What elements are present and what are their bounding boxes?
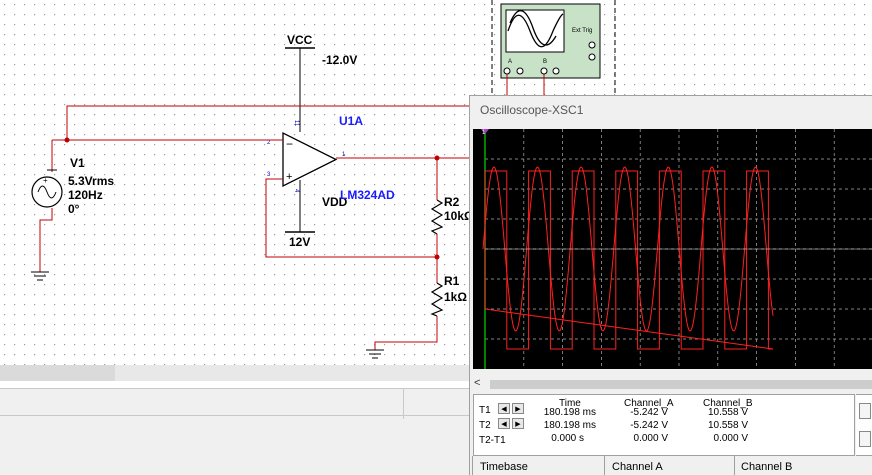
cursor-1-handle[interactable]	[481, 129, 489, 134]
v1-ref: V1	[70, 156, 85, 170]
side-button[interactable]	[859, 403, 871, 419]
tab-channel-a[interactable]: Channel A	[612, 461, 663, 473]
settings-tabs: Timebase Channel A Channel B	[470, 456, 872, 475]
pin-11: 11	[293, 120, 299, 127]
resistor-r1[interactable]: R1 1kΩ	[430, 274, 467, 317]
pin-4: 4	[293, 189, 299, 193]
t1-left-arrow-icon[interactable]: ◀	[498, 403, 510, 414]
vcc-supply[interactable]: VCC -12.0V	[285, 33, 357, 132]
svg-text:1: 1	[482, 130, 486, 136]
t2-right-arrow-icon[interactable]: ▶	[512, 418, 524, 429]
diff-channel-a: 0.000 V	[633, 433, 668, 444]
scope-ch-a-label: A	[508, 59, 512, 65]
diff-channel-b: 0.000 V	[713, 433, 748, 444]
junction-dot	[64, 137, 70, 143]
header-channel-b: Channel_B	[703, 398, 753, 409]
panel-divider	[0, 415, 469, 416]
vdd-value: 12V	[289, 235, 310, 249]
source-v1[interactable]: + V1 5.3Vrms 120Hz 0°	[31, 156, 114, 216]
ground-icon	[366, 349, 384, 359]
tab-timebase[interactable]: Timebase	[480, 461, 528, 473]
scope-ch-b-label: B	[543, 59, 547, 65]
v1-amplitude: 5.3Vrms	[68, 174, 114, 188]
junction-dot	[434, 254, 440, 260]
t2-channel-a: -5.242 V	[630, 420, 668, 431]
vdd-label: VDD	[322, 195, 348, 209]
vcc-value: -12.0V	[322, 53, 357, 67]
window-title: Oscilloscope-XSC1	[480, 103, 584, 117]
header-channel-a: Channel_A	[624, 398, 674, 409]
scrollbar-thumb[interactable]	[0, 365, 115, 381]
opamp-ref: U1A	[339, 114, 363, 128]
pin-1: 1	[342, 152, 346, 158]
t1-right-arrow-icon[interactable]: ▶	[512, 403, 524, 414]
opamp-u1a[interactable]: − + 11 4 2 3 1 U1A LM324AD	[267, 114, 395, 202]
wires	[39, 105, 471, 350]
t1-channel-a: -5.242 V	[630, 407, 668, 418]
measurement-table: Time Channel_A Channel_B T1 ◀ ▶ 180.198 …	[473, 394, 855, 456]
scope-instrument-icon[interactable]: Ext Trig A B	[491, 0, 616, 95]
horizontal-scrollbar[interactable]	[0, 365, 469, 381]
row-label-t1: T1	[479, 405, 491, 416]
ground-icon	[31, 271, 49, 281]
t2-left-arrow-icon[interactable]: ◀	[498, 418, 510, 429]
row-label-t2: T2	[479, 420, 491, 431]
panel-divider	[403, 389, 404, 419]
scope-screen[interactable]: 1	[473, 129, 872, 369]
scroll-left-icon[interactable]: <	[474, 377, 481, 389]
r1-value: 1kΩ	[444, 290, 467, 304]
r2-ref: R2	[444, 195, 460, 209]
opamp-part: LM324AD	[340, 188, 395, 202]
channel-a-trace	[482, 166, 774, 332]
r1-ref: R1	[444, 274, 460, 288]
header-time: Time	[559, 398, 581, 409]
vcc-label: VCC	[287, 33, 313, 47]
vdd-supply[interactable]: VDD 12V	[285, 180, 348, 249]
scroll-track[interactable]	[490, 380, 872, 389]
row-label-t2-t1: T2-T1	[479, 435, 506, 446]
oscilloscope-window[interactable]: Oscilloscope-XSC1 1 < Time Channel_A Cha…	[469, 95, 872, 475]
r2-value: 10kΩ	[444, 209, 474, 223]
channel-b-trace	[484, 170, 774, 350]
svg-text:+: +	[43, 176, 48, 185]
junction-dot	[434, 155, 440, 161]
tab-channel-b[interactable]: Channel B	[741, 461, 793, 473]
side-panel	[856, 394, 872, 456]
resistor-r2[interactable]: R2 10kΩ	[430, 195, 474, 235]
t2-time: 180.198 ms	[543, 420, 596, 431]
t1-channel-b: 10.558 V	[707, 407, 748, 418]
pin-2: 2	[267, 140, 271, 146]
v1-phase: 0°	[68, 202, 80, 216]
svg-text:−: −	[286, 137, 293, 151]
v1-frequency: 120Hz	[68, 188, 103, 202]
t1-time: 180.198 ms	[543, 407, 596, 418]
ext-trig-label: Ext Trig	[572, 28, 592, 34]
side-button[interactable]	[859, 431, 871, 447]
t2-channel-b: 10.558 V	[707, 420, 748, 431]
diff-time: 0.000 s	[551, 433, 584, 444]
svg-text:+: +	[286, 171, 292, 183]
pin-3: 3	[267, 172, 271, 178]
scope-scrollbar[interactable]: <	[470, 377, 872, 391]
bottom-panel	[0, 388, 469, 475]
